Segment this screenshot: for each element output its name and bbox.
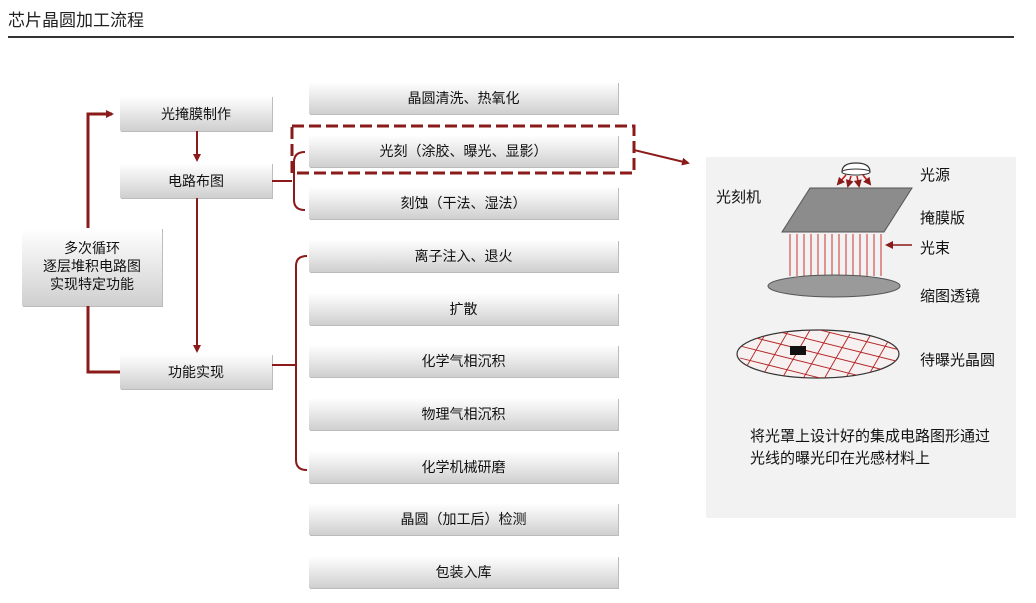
mask-plate-label: 掩膜版 bbox=[920, 209, 966, 227]
step-ion-implantation: 离子注入、退火 bbox=[309, 240, 618, 272]
step-lithography: 光刻（涂胶、曝光、显影） bbox=[309, 135, 618, 167]
function-bracket bbox=[272, 255, 308, 471]
step-cmp: 化学机械研磨 bbox=[309, 451, 618, 483]
lithography-highlight bbox=[290, 124, 636, 175]
reduction-lens-icon bbox=[767, 274, 901, 298]
step-cvd: 化学气相沉积 bbox=[309, 345, 618, 377]
light-source-label: 光源 bbox=[920, 166, 951, 184]
beam-label: 光束 bbox=[920, 239, 951, 257]
beam-lines bbox=[789, 234, 882, 276]
wafer-label: 待曝光晶圆 bbox=[920, 351, 996, 369]
layout-bracket bbox=[272, 151, 306, 211]
step-diffusion: 扩散 bbox=[309, 293, 618, 325]
step-pvd: 物理气相沉积 bbox=[309, 398, 618, 430]
circuit-layout-box: 电路布图 bbox=[120, 163, 272, 198]
mask-making-box: 光掩膜制作 bbox=[120, 96, 272, 131]
loop-note-box: 多次循环 逐层堆积电路图 实现特定功能 bbox=[22, 228, 162, 306]
function-realization-box: 功能实现 bbox=[120, 354, 272, 389]
wafer-icon bbox=[736, 329, 900, 379]
lithography-detail-arrow bbox=[633, 149, 690, 166]
step-etching: 刻蚀（干法、湿法） bbox=[309, 187, 618, 219]
light-source-icon bbox=[841, 162, 871, 176]
machine-label: 光刻机 bbox=[716, 188, 762, 206]
mask-plate-icon bbox=[781, 187, 913, 233]
lithography-description: 将光罩上设计好的集成电路图形通过光线的曝光印在光感材料上 bbox=[750, 427, 991, 467]
step-wafer-inspection: 晶圆（加工后）检测 bbox=[309, 503, 618, 535]
light-rays bbox=[836, 174, 872, 188]
page-title: 芯片晶圆加工流程 bbox=[8, 11, 144, 31]
title-divider bbox=[8, 36, 1014, 38]
step-wafer-cleaning: 晶圆清洗、热氧化 bbox=[309, 82, 618, 114]
step-packaging: 包装入库 bbox=[309, 556, 618, 588]
loop-connector bbox=[86, 110, 120, 374]
lens-label: 缩图透镜 bbox=[920, 287, 981, 305]
